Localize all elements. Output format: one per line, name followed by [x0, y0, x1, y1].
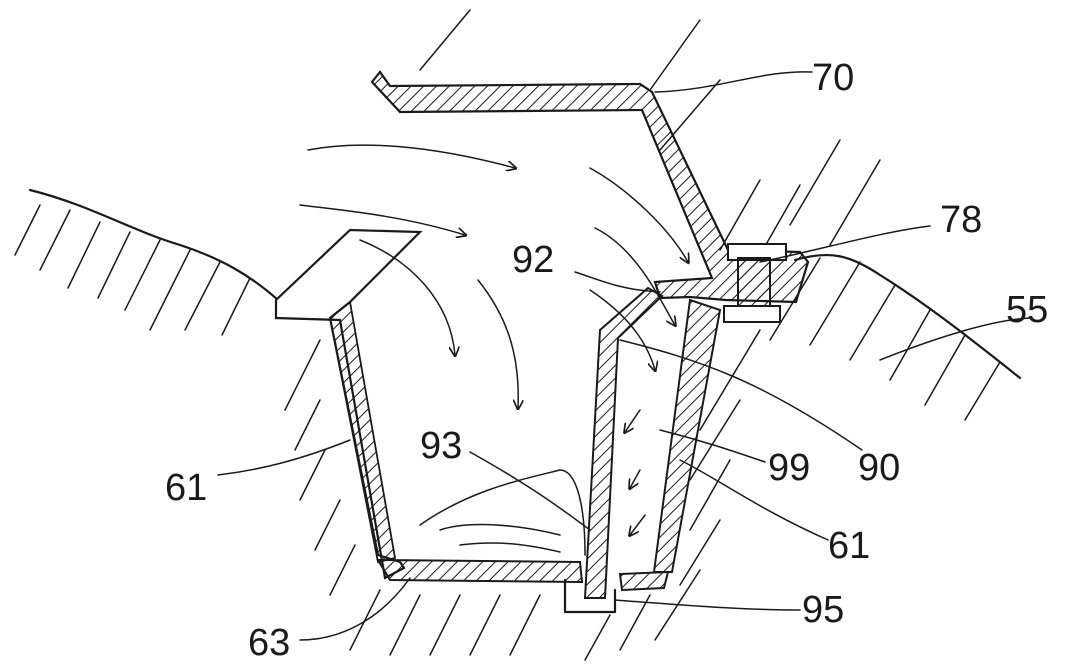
- debris-93: [419, 469, 586, 556]
- label-93: 93: [420, 425, 462, 467]
- channel-wall-right: [652, 298, 722, 573]
- flow-arrows: [299, 144, 688, 535]
- channel-wall-left: [274, 228, 423, 580]
- channel-bottom-63: [376, 558, 670, 614]
- leader-lines: [217, 71, 1031, 641]
- label-63: 63: [248, 622, 290, 664]
- label-61-left: 61: [165, 467, 207, 509]
- ground-left: [14, 188, 541, 656]
- label-90: 90: [858, 447, 900, 489]
- label-70: 70: [812, 57, 854, 99]
- label-55: 55: [1006, 289, 1048, 331]
- label-95: 95: [802, 589, 844, 631]
- ground-right: [584, 139, 1022, 661]
- label-78: 78: [940, 199, 982, 241]
- cover-plate-70: [370, 9, 810, 304]
- filter-element-90: [583, 286, 664, 599]
- label-99: 99: [768, 447, 810, 489]
- label-61-right: 61: [828, 525, 870, 567]
- bolt-78: [723, 243, 787, 323]
- label-92: 92: [512, 239, 554, 281]
- labels: 70 78 92 55 93 99 90 61 61 63 95: [165, 57, 1048, 664]
